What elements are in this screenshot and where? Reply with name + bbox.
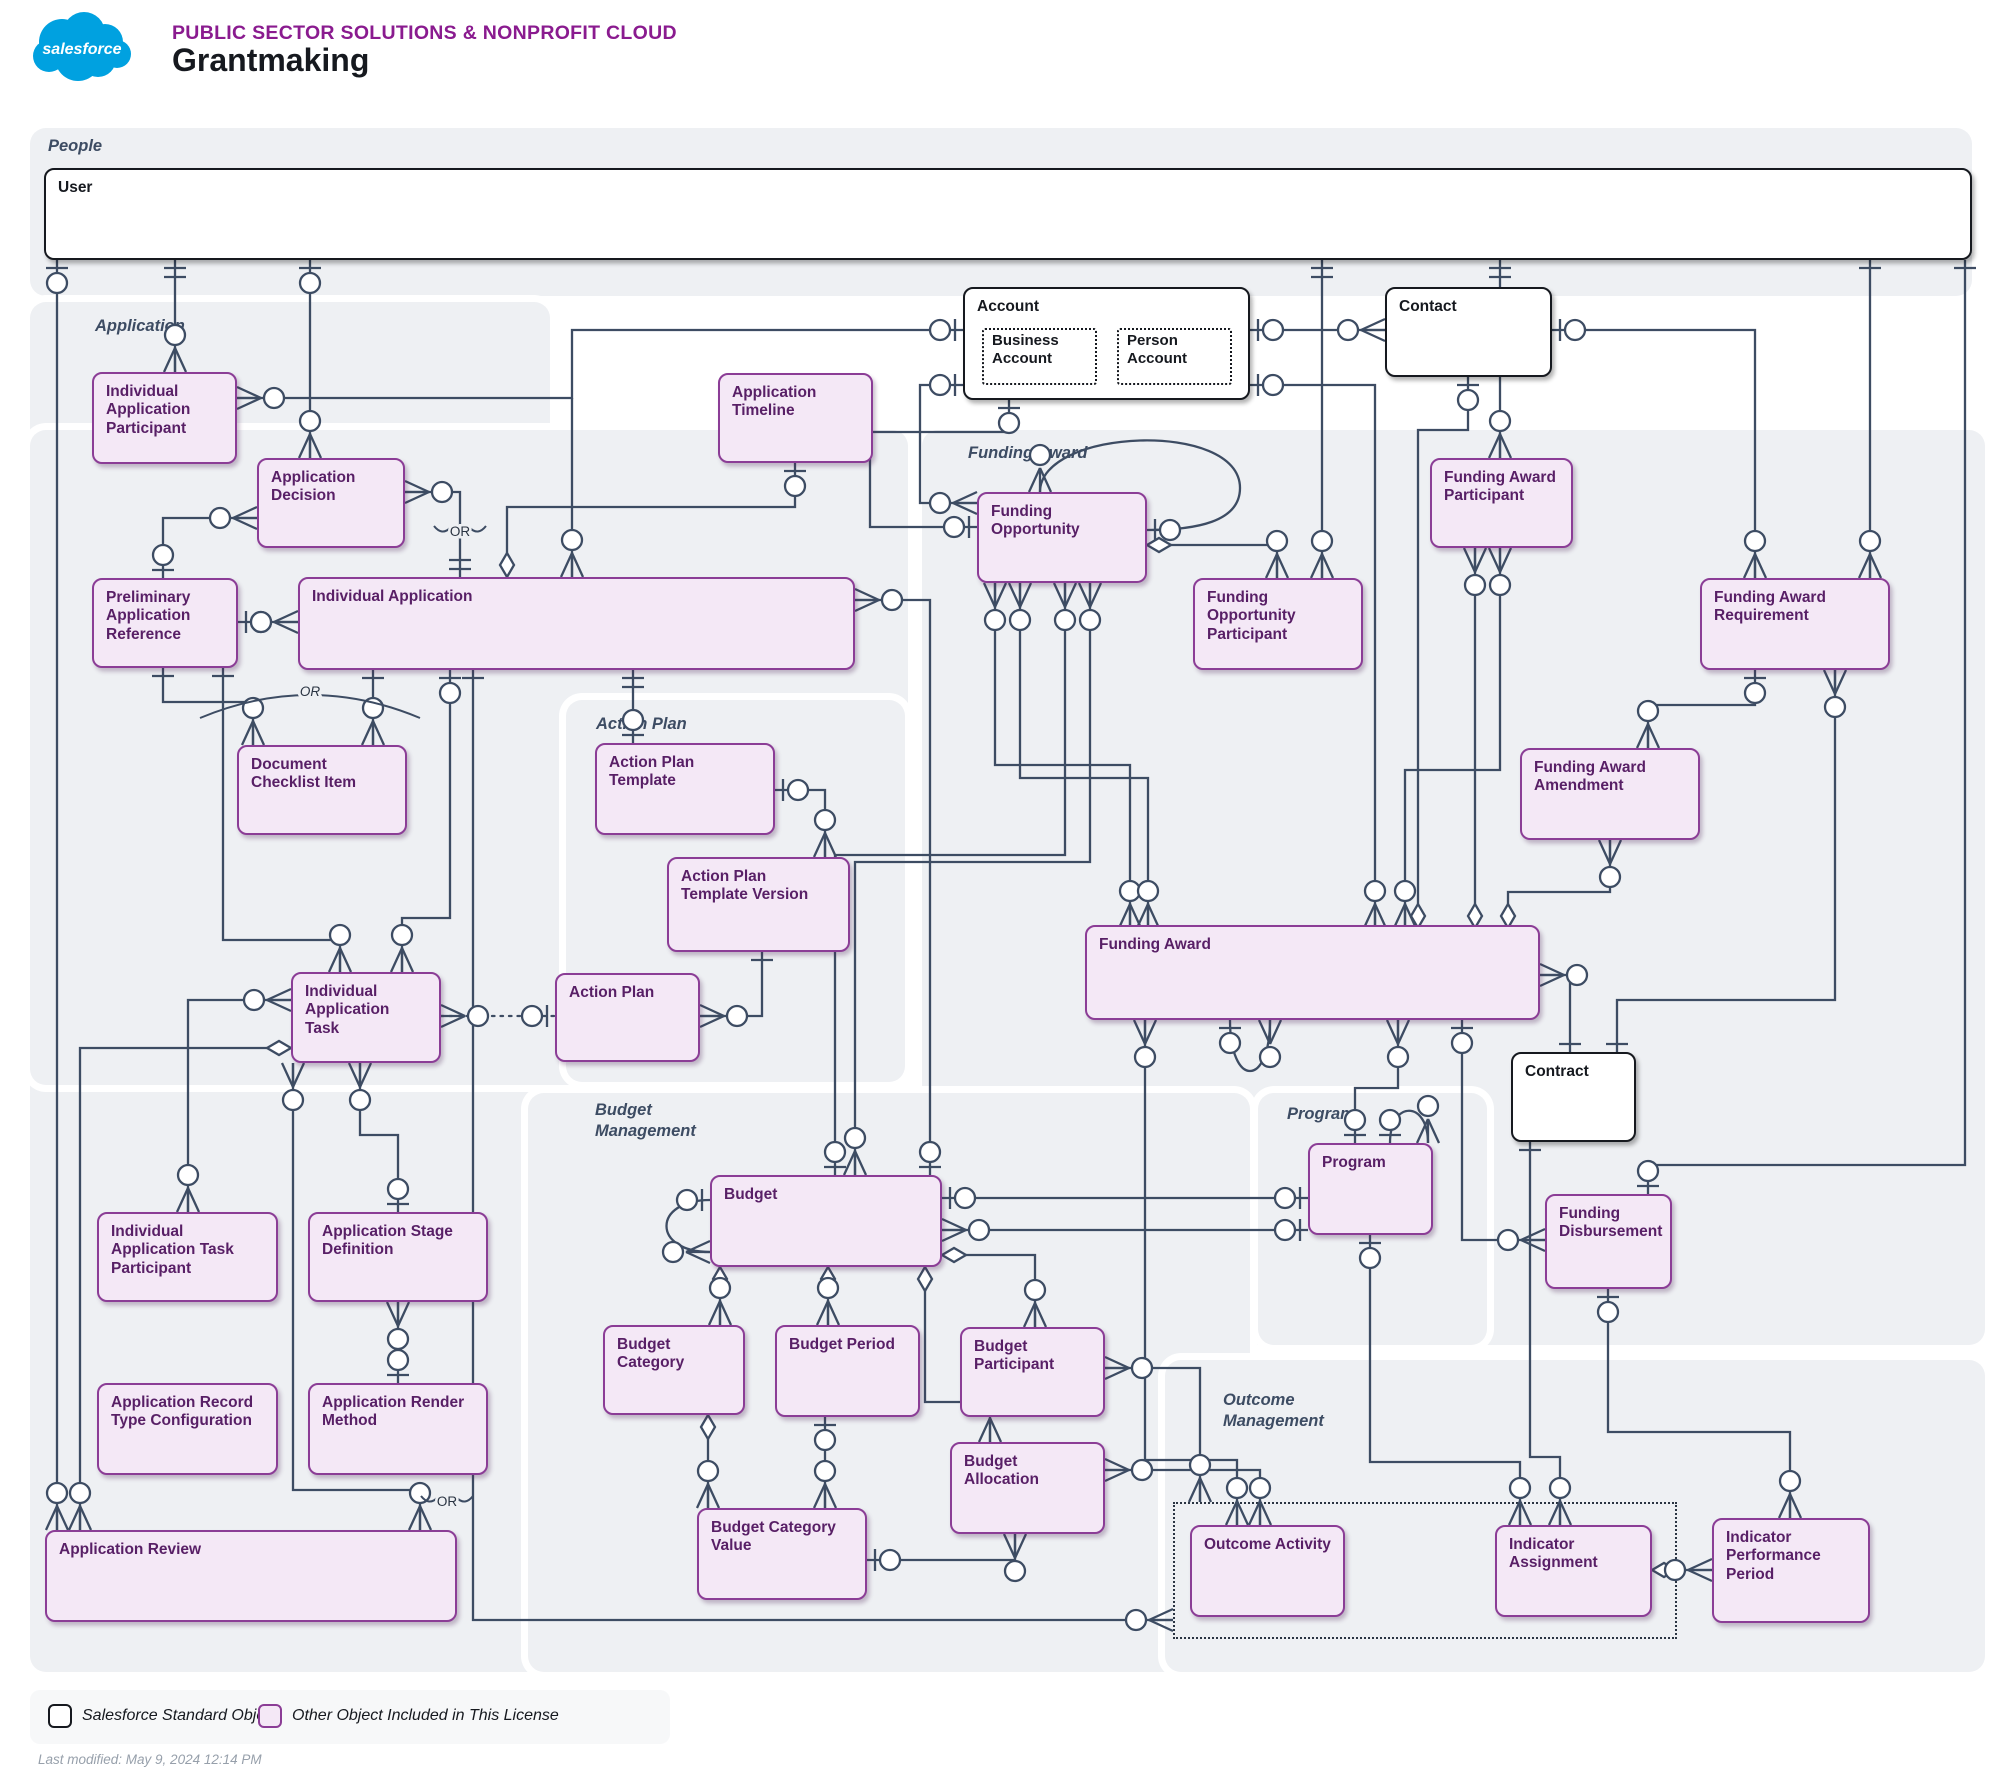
entity-funding-opportunity-participant: Funding Opportunity Participant	[1193, 578, 1363, 670]
connector-far-faa	[1646, 670, 1757, 748]
group-label-budget-management: Budget Management	[595, 1101, 696, 1140]
entity-user: User	[44, 168, 1972, 260]
last-modified-note: Last modified: May 9, 2024 12:14 PM	[38, 1752, 262, 1767]
connector-fo-fa2	[1018, 583, 1150, 928]
entity-budget-period: Budget Period	[775, 1325, 920, 1417]
connector-application-timeline-ia	[505, 463, 797, 577]
or-label-2: OR	[420, 1492, 474, 1512]
or-label-0: OR	[433, 522, 487, 542]
entity-action-plan: Action Plan	[555, 973, 700, 1062]
connector-bpart-outcome	[1105, 1366, 1202, 1502]
entity-document-checklist-item: Document Checklist Item	[237, 745, 407, 835]
legend-licensed-label: Other Object Included in This License	[292, 1707, 559, 1724]
connector-contact-far	[1552, 328, 1757, 578]
connector-account-fo	[918, 383, 977, 505]
entity-indicator-performance-period: Indicator Performance Period	[1712, 1518, 1870, 1623]
entity-budget-category-value: Budget Category Value	[697, 1508, 867, 1600]
entity-application-review: Application Review	[45, 1530, 457, 1622]
entity-business-account: Business Account	[982, 328, 1097, 385]
entity-indicator-assignment: Indicator Assignment	[1495, 1525, 1652, 1617]
entity-application-timeline: Application Timeline	[718, 373, 873, 463]
connector-iap-account	[237, 328, 963, 400]
entity-person-account: Person Account	[1117, 328, 1232, 385]
entity-application-decision: Application Decision	[257, 458, 405, 548]
connector-fo-fa	[993, 583, 1132, 928]
entity-application-render-method: Application Render Method	[308, 1383, 488, 1475]
entity-program: Program	[1308, 1143, 1433, 1235]
entity-funding-disbursement: Funding Disbursement	[1545, 1194, 1672, 1289]
svg-text:OR: OR	[437, 1494, 458, 1509]
connector-fa-contract	[1540, 973, 1572, 1052]
entity-individual-application-task: Individual Application Task	[291, 972, 441, 1063]
entity-individual-application: Individual Application	[298, 577, 855, 670]
connector-fo-budget	[833, 583, 1067, 1175]
entity-funding-award-requirement: Funding Award Requirement	[1700, 578, 1890, 670]
entity-funding-opportunity: Funding Opportunity	[977, 492, 1147, 583]
connector-ap-aptv	[700, 952, 764, 1018]
legend-standard-label: Salesforce Standard Object	[82, 1707, 278, 1724]
legend-licensed-swatch	[258, 1704, 282, 1728]
connector-iat-iatp	[186, 998, 291, 1212]
entity-funding-award-participant: Funding Award Participant	[1430, 458, 1573, 548]
entity-outcome-activity: Outcome Activity	[1190, 1525, 1345, 1617]
entity-application-stage-definition: Application Stage Definition	[308, 1212, 488, 1302]
connector-faa-fa	[1506, 840, 1612, 928]
connector-far-contract	[1615, 670, 1837, 1052]
connector-ia-budget	[855, 598, 932, 1175]
connector-fd-ipp	[1606, 1289, 1792, 1518]
page-title: Grantmaking	[172, 42, 370, 78]
entity-budget: Budget	[710, 1175, 942, 1267]
connector-fap-fa	[1403, 548, 1502, 928]
connector-par-dci	[161, 668, 255, 745]
entity-individual-application-task-participant: Individual Application Task Participant	[97, 1212, 278, 1302]
connector-fo-budget2	[853, 583, 1092, 1175]
entity-budget-category: Budget Category	[603, 1325, 745, 1415]
header-subtitle: PUBLIC SECTOR SOLUTIONS & NONPROFIT CLOU…	[172, 22, 677, 44]
entity-funding-award-amendment: Funding Award Amendment	[1520, 748, 1700, 840]
entity-account: Account	[963, 287, 1250, 400]
group-label-outcome-management: Outcome Management	[1223, 1391, 1324, 1430]
connector-application-decision-par	[161, 516, 257, 578]
connector-iat-review	[78, 1046, 291, 1530]
entity-contract: Contract	[1511, 1052, 1636, 1142]
svg-text:OR: OR	[450, 524, 471, 539]
connector-account-fa	[1250, 383, 1377, 928]
group-label-application: Application	[95, 317, 185, 335]
connector-fa-oa	[1143, 1020, 1239, 1525]
group-label-program: Program	[1287, 1105, 1355, 1123]
entity-contact: Contact	[1385, 287, 1552, 377]
entity-budget-allocation: Budget Allocation	[950, 1442, 1105, 1534]
group-label-people: People	[48, 137, 103, 155]
legend-standard-swatch	[48, 1704, 72, 1728]
connector-funding-opportunity-selfloop	[1038, 439, 1242, 532]
connector-user-fd	[1646, 260, 1967, 1194]
connector-budget-bpart	[942, 1253, 1037, 1327]
entity-funding-award: Funding Award	[1085, 925, 1540, 1020]
entity-action-plan-template: Action Plan Template	[595, 743, 775, 835]
svg-text:OR: OR	[300, 684, 321, 699]
entity-application-record-type-configuration: Application Record Type Configuration	[97, 1383, 278, 1475]
svg-text:salesforce: salesforce	[42, 41, 121, 58]
connector-program-indassign	[1368, 1235, 1522, 1525]
entity-budget-participant: Budget Participant	[960, 1327, 1105, 1417]
legend: Salesforce Standard Object Other Object …	[30, 1690, 670, 1744]
connector-ia-outcome	[471, 670, 1173, 1622]
or-label-1: OR	[199, 681, 421, 719]
salesforce-logo-icon: salesforce	[33, 12, 131, 81]
entity-individual-application-participant: Individual Application Participant	[92, 372, 237, 464]
entity-action-plan-template-version: Action Plan Template Version	[667, 857, 850, 952]
entity-preliminary-application-reference: Preliminary Application Reference	[92, 578, 238, 668]
connector-fo-fop	[1147, 543, 1279, 578]
